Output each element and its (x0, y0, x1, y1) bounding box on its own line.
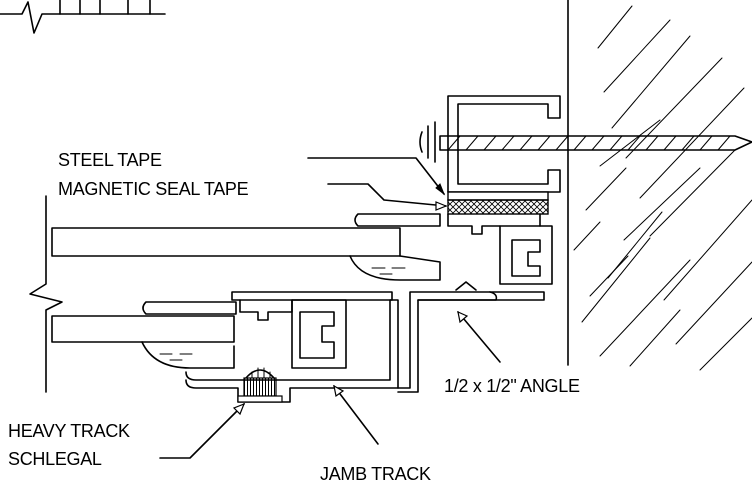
jamb-track-leader (333, 385, 379, 445)
label-angle: 1/2 x 1/2" ANGLE (444, 376, 580, 396)
break-line (29, 195, 63, 393)
heavy-track-leader (159, 403, 245, 459)
jamb-track-arrowhead (333, 384, 345, 398)
label-schlegal: SCHLEGAL (8, 449, 102, 469)
top-break-detail (0, 0, 166, 34)
heavy-track-arrowhead (232, 402, 246, 416)
schlegal-weatherstrip (237, 367, 283, 403)
steel-tape-arrowhead (435, 183, 446, 196)
angle-leader (457, 311, 501, 363)
screw (419, 121, 752, 163)
steel-tape-leader (307, 157, 445, 195)
upper-sash (51, 213, 553, 285)
masonry-wall (567, 0, 752, 371)
label-magnetic-seal-tape: MAGNETIC SEAL TAPE (58, 179, 249, 199)
label-heavy-track: HEAVY TRACK (8, 421, 130, 441)
steel-tape (447, 191, 549, 201)
label-steel-tape: STEEL TAPE (58, 150, 162, 170)
label-jamb-track: JAMB TRACK (320, 464, 431, 484)
magnetic-seal-tape (447, 199, 549, 215)
magnetic-seal-arrowhead (435, 201, 448, 211)
angle-arrowhead (457, 310, 469, 324)
channel-bracket (447, 95, 561, 193)
lower-sash (51, 291, 393, 369)
magnetic-seal-leader (327, 183, 447, 207)
jamb-track (185, 281, 545, 403)
